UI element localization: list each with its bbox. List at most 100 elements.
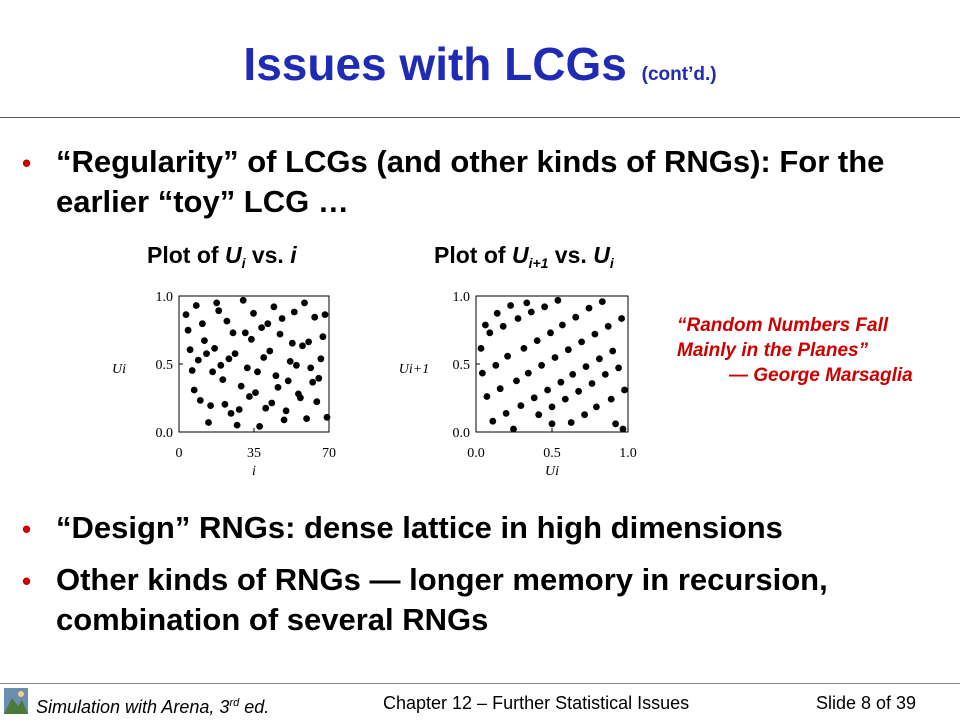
- slide-title: Issues with LCGs (cont’d.): [0, 34, 960, 105]
- scatter-point: [223, 317, 231, 325]
- x-tick-label: 1.0: [619, 446, 637, 461]
- scatter-point: [567, 419, 575, 426]
- scatter-point: [607, 395, 615, 403]
- scatter-point: [201, 337, 208, 344]
- bullet-dot-icon: •: [22, 566, 32, 596]
- scatter-point: [609, 347, 617, 355]
- scatter-point: [561, 395, 569, 403]
- scatter-point: [217, 361, 225, 369]
- scatter-point: [591, 330, 599, 338]
- scatter-point: [588, 380, 596, 387]
- scatter-point: [309, 378, 317, 386]
- scatter-point: [303, 415, 310, 422]
- scatter-point: [585, 304, 593, 312]
- scatter-point: [514, 315, 522, 322]
- scatter-point: [582, 363, 590, 370]
- scatter-point: [604, 322, 612, 330]
- scatter-point: [248, 335, 255, 343]
- scatter-point: [541, 303, 548, 311]
- scatter-point: [233, 421, 241, 429]
- scatter-point: [315, 374, 323, 382]
- scatter-point: [209, 368, 216, 376]
- scatter-point: [278, 315, 286, 322]
- bullet-text: Other kinds of RNGs — longer memory in r…: [56, 562, 828, 637]
- scatter-point: [523, 299, 531, 307]
- scatter-point: [479, 369, 486, 377]
- scatter-point: [301, 299, 308, 307]
- bullet-dot-icon: •: [22, 514, 32, 544]
- scatter-ui-vs-i: 1.0 0.5 0.0 0 35 70 i Ui: [112, 290, 336, 479]
- x-axis-label: Ui: [545, 464, 559, 479]
- scatter-point: [492, 361, 500, 369]
- scatter-point: [203, 350, 210, 357]
- scatter-point: [282, 407, 290, 415]
- scatter-point: [252, 389, 259, 396]
- x-tick-label: 70: [322, 446, 336, 461]
- scatter-point: [510, 425, 517, 433]
- scatter-point: [262, 404, 270, 412]
- scatter-point: [207, 402, 214, 409]
- scatter-point: [486, 329, 494, 337]
- scatter-point: [499, 322, 507, 330]
- scatter-point: [235, 406, 243, 413]
- x-tick-label: 0.0: [467, 446, 485, 461]
- bullet-text: “Regularity” of LCGs (and other kinds of…: [56, 144, 885, 219]
- scatter-point: [215, 307, 223, 315]
- scatter-point: [266, 347, 274, 355]
- scatter-point: [272, 372, 280, 380]
- x-tick-label: 35: [247, 446, 261, 461]
- scatter-point: [581, 411, 588, 419]
- y-tick-label: 1.0: [453, 290, 471, 305]
- title-divider: [0, 117, 960, 118]
- scatter-point: [205, 419, 212, 426]
- scatter-point: [520, 345, 528, 352]
- scatter-point: [211, 345, 218, 352]
- scatter-point: [299, 342, 306, 350]
- scatter-point: [618, 315, 625, 322]
- scatter-point: [527, 308, 535, 316]
- quote-text: “Random Numbers Fall Mainly in the Plane…: [677, 315, 889, 361]
- scatter-point: [284, 377, 292, 385]
- scatter-point: [533, 337, 541, 344]
- y-tick-label: 0.0: [156, 426, 174, 441]
- scatter-point: [317, 355, 325, 363]
- footer-divider: [0, 683, 960, 684]
- scatter-point: [496, 385, 504, 393]
- scatter-point: [538, 361, 545, 369]
- scatter-point: [237, 382, 245, 390]
- scatter-point: [239, 296, 247, 304]
- scatter-point: [229, 329, 237, 337]
- scatter-point: [593, 403, 600, 411]
- y-axis-label: Ui+1: [400, 362, 429, 377]
- scatter-point: [190, 386, 198, 394]
- scatter-point: [254, 368, 261, 376]
- scatter-point: [517, 402, 525, 409]
- scatter-point: [535, 411, 543, 419]
- scatter-point: [493, 309, 501, 317]
- scatter-point: [557, 378, 565, 386]
- scatter-point: [268, 399, 276, 407]
- scatter-point: [258, 324, 265, 331]
- scatter-point: [524, 369, 532, 377]
- scatter-point: [231, 350, 239, 357]
- scatter-point: [290, 308, 298, 316]
- scatter-point: [264, 320, 272, 328]
- scatter-point: [276, 330, 284, 338]
- bullet-regularity: • “Regularity” of LCGs (and other kinds …: [22, 142, 936, 222]
- scatter-point: [489, 417, 497, 425]
- scatter-point: [544, 386, 551, 394]
- bullet-text: “Design” RNGs: dense lattice in high dim…: [56, 510, 783, 545]
- scatter-point: [596, 355, 603, 363]
- bullet-other-rngs: • Other kinds of RNGs — longer memory in…: [22, 560, 936, 640]
- x-tick-label: 0: [176, 446, 183, 461]
- scatter-point: [194, 356, 202, 364]
- scatter-point: [504, 352, 511, 360]
- scatter-point: [188, 367, 196, 374]
- scatter-point: [213, 299, 221, 307]
- scatter-point: [184, 326, 192, 334]
- y-axis-label: Ui: [112, 362, 126, 377]
- scatter-point: [548, 420, 556, 428]
- scatter-point: [477, 345, 485, 352]
- scatter-point: [225, 355, 233, 363]
- plot-title-ui-vs-i: Plot of Ui vs. i: [147, 242, 297, 271]
